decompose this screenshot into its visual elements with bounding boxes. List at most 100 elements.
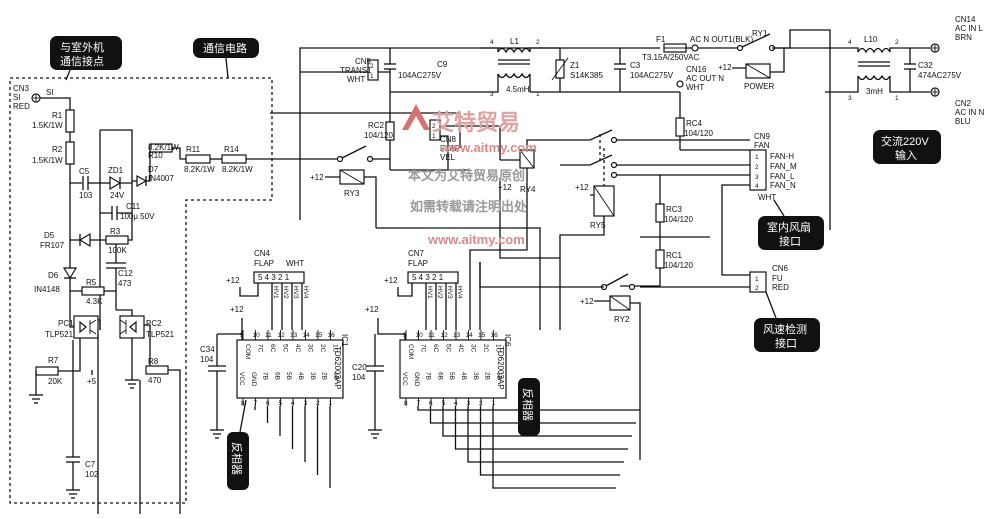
zd1-value: 24V <box>110 191 125 200</box>
d6-diode <box>62 267 78 280</box>
ic1-top-pin-number: 14 <box>303 332 311 339</box>
ic6-top-pin-number: 16 <box>491 332 499 339</box>
cn3-label: CN3 <box>13 84 30 93</box>
ic6-bottom-pin-number: 8 <box>404 400 408 407</box>
svg-text:接口: 接口 <box>775 337 797 350</box>
ground-symbol <box>368 429 382 439</box>
r5-resistor <box>81 286 105 296</box>
pc1-value: TLP521 <box>45 330 74 339</box>
ic1-top-pin-number: 16 <box>328 332 336 339</box>
plus12-ry4: +12 <box>498 183 512 192</box>
cn2-label: CN2 <box>955 99 972 108</box>
ic1-top-pin-number: 10 <box>253 332 261 339</box>
pc2-optocoupler <box>119 315 145 339</box>
cn7-label: CN7 <box>408 249 425 258</box>
ic1-out-pin-name: 1C <box>332 344 339 353</box>
ic1-out-pin-name: 5C <box>282 344 289 353</box>
r3-resistor <box>105 235 129 245</box>
ic6-in-pin-name: GND <box>413 372 420 387</box>
svg-text:2: 2 <box>755 164 759 171</box>
z1-value: S14K385 <box>570 71 603 80</box>
r8-resistor <box>145 365 169 375</box>
zd1-zener <box>109 175 122 191</box>
watermark-logo <box>402 104 430 130</box>
cn9-label: CN9 <box>754 132 771 141</box>
acn-out1-label: AC N OUT1(BLK) <box>690 35 753 44</box>
callout-inverter-right: 反相器 <box>518 378 540 436</box>
ic6-top-pin-number: 13 <box>453 332 461 339</box>
r14-value: 8.2K/1W <box>222 165 253 174</box>
ry1-label: RY1 <box>752 29 768 38</box>
cn5-label: CN5 <box>355 57 372 66</box>
rc2-label: RC2 <box>368 121 385 130</box>
cn5-pin: 2 <box>370 63 374 70</box>
svg-text:1: 1 <box>755 276 759 283</box>
cn6-name: FU <box>772 274 783 283</box>
r5-label: R5 <box>86 278 97 287</box>
r1-resistor <box>65 109 75 133</box>
plus12-ic1: +12 <box>230 305 244 314</box>
ic1-out-pin-name: 3C <box>307 344 314 353</box>
c3-capacitor <box>614 48 626 92</box>
ic1-chip <box>236 339 344 399</box>
ic6-bottom-pin-number: 6 <box>429 400 433 407</box>
l1-value: 4.5mH <box>506 85 530 94</box>
cn7-hv-label: HV1 <box>426 286 433 299</box>
svg-text:2: 2 <box>895 39 899 46</box>
ic6-out-pin-name: 5C <box>445 344 452 353</box>
ic6-out-pin-name: COM <box>407 344 414 359</box>
cn14-label: CN14 <box>955 15 976 24</box>
cn4-name: FLAP <box>254 259 274 268</box>
ic6-top-pin-number: 15 <box>478 332 486 339</box>
c9-value: 104AC275V <box>398 71 442 80</box>
ry4-label: RY4 <box>520 185 536 194</box>
ic1-out-pin-name: 7C <box>257 344 264 353</box>
pc1-optocoupler <box>73 315 99 339</box>
ic6-out-pin-name: 4C <box>457 344 464 353</box>
d5-diode <box>78 232 91 248</box>
cn9-color: WHT <box>758 193 776 202</box>
ic6-bottom-pin-number: 1 <box>492 400 496 407</box>
svg-text:通信接点: 通信接点 <box>60 55 104 68</box>
r7-resistor <box>35 366 59 376</box>
ic1-top-pin-number: 15 <box>315 332 323 339</box>
cn3-terminal <box>31 93 41 103</box>
c32-capacitor <box>904 48 916 92</box>
cn16-color: WHT <box>686 83 704 92</box>
ic1-in-pin-name: 2B <box>321 372 328 380</box>
r3-label: R3 <box>110 227 121 236</box>
svg-text:接口: 接口 <box>779 235 801 248</box>
ic6-in-pin-name: 3B <box>472 372 479 380</box>
callout-comm-circuit: 通信电路 <box>193 38 259 79</box>
cn5-name: TRANS1 <box>340 66 372 75</box>
svg-text:1: 1 <box>895 95 899 102</box>
plus12-ry2: +12 <box>580 297 594 306</box>
watermark-brand: 艾特贸易 <box>432 110 520 135</box>
ground-symbol <box>66 489 80 499</box>
c20-label: C20 <box>352 363 367 372</box>
r14-resistor <box>221 154 247 164</box>
c7-capacitor <box>66 456 80 463</box>
ic1-out-pin-name: COM <box>244 344 251 359</box>
svg-text:1: 1 <box>432 133 436 140</box>
l10-value: 3mH <box>866 87 883 96</box>
ic6-output-bus <box>442 406 632 437</box>
ic6-output-bus <box>492 406 616 489</box>
ic1-bottom-pin-number: 6 <box>266 400 270 407</box>
r11-resistor <box>185 154 211 164</box>
c9-capacitor <box>384 48 396 92</box>
l10-label: L10 <box>864 35 878 44</box>
r7-label: R7 <box>48 356 59 365</box>
rc1-rc-network <box>655 249 665 269</box>
cn6-color: RED <box>772 283 789 292</box>
cn3-si-label: SI <box>13 93 21 102</box>
c11-capacitor <box>111 206 118 220</box>
ic6-output-bus <box>417 406 640 411</box>
f1-label: F1 <box>656 35 666 44</box>
ic1-bottom-pin-number: 7 <box>254 400 258 407</box>
plus12-ry3: +12 <box>310 173 324 182</box>
pc1-label: PC1 <box>58 319 74 328</box>
